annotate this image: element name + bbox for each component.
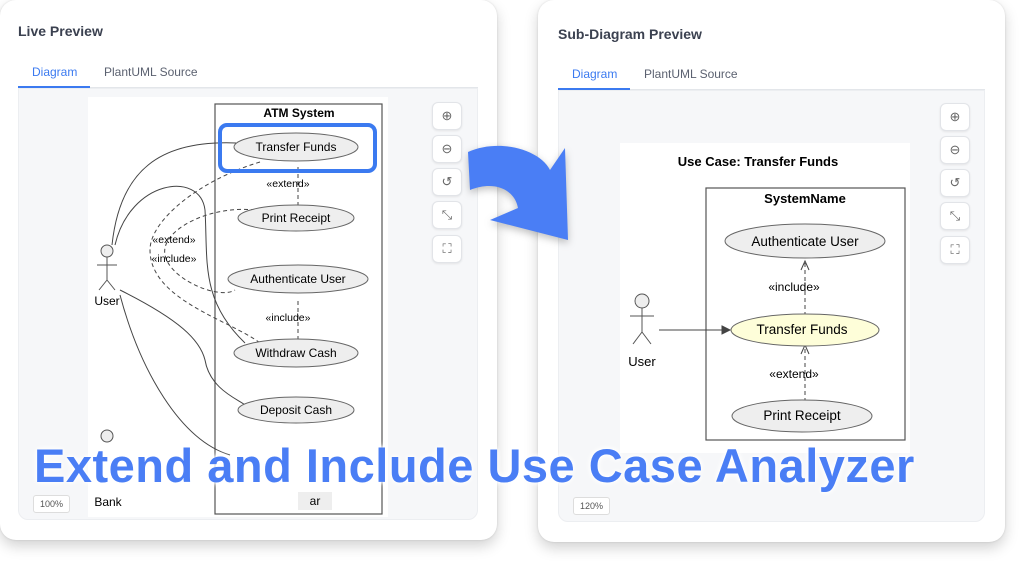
- zoom-level: 120%: [573, 497, 611, 515]
- fit-icon[interactable]: ⤡: [432, 201, 462, 229]
- sub-diagram-preview-panel: Sub-Diagram Preview Diagram PlantUML Sou…: [538, 0, 1005, 542]
- actor-label: Bank: [94, 495, 122, 509]
- use-case-authenticate-user[interactable]: [227, 264, 369, 294]
- highlight-box: [218, 123, 377, 173]
- use-case-label: Deposit Cash: [260, 403, 332, 417]
- use-case-label: Print Receipt: [262, 211, 331, 225]
- actor-label: User: [94, 294, 119, 308]
- include-label: «include»: [152, 253, 197, 265]
- zoom-in-icon[interactable]: ⊕: [940, 103, 970, 131]
- reset-icon[interactable]: ↺: [940, 169, 970, 197]
- extend-label: «extend»: [769, 367, 819, 381]
- use-case-deposit-cash[interactable]: [237, 396, 355, 424]
- use-case-print-receipt[interactable]: [237, 204, 355, 232]
- use-case-print-receipt[interactable]: [731, 399, 873, 433]
- fullscreen-icon[interactable]: ⛶: [432, 235, 462, 263]
- system-title: ATM System: [263, 106, 334, 120]
- zoom-level: 100%: [33, 495, 71, 513]
- banner-title: Extend and Include Use Case Analyzer: [34, 439, 915, 492]
- tab-divider: [18, 87, 478, 88]
- tab-plantuml-source[interactable]: PlantUML Source: [644, 67, 738, 81]
- curved-arrow-icon: [468, 145, 568, 240]
- extend-label: «extend»: [266, 178, 309, 190]
- extend-label: «extend»: [152, 234, 195, 246]
- use-case-label: Print Receipt: [763, 408, 841, 423]
- zoom-in-icon[interactable]: ⊕: [432, 102, 462, 130]
- use-case-partial[interactable]: [298, 492, 332, 510]
- live-preview-panel: Live Preview Diagram PlantUML Source ATM…: [0, 0, 497, 540]
- tab-divider: [558, 89, 985, 90]
- tab-plantuml-source[interactable]: PlantUML Source: [104, 65, 198, 79]
- reset-icon[interactable]: ↺: [432, 168, 462, 196]
- atm-diagram: ATM System Transfer Funds Print Receipt …: [88, 97, 388, 517]
- panel-title: Live Preview: [18, 23, 103, 39]
- actor-label: User: [628, 354, 656, 369]
- zoom-out-icon[interactable]: ⊖: [432, 135, 462, 163]
- use-case-label: Withdraw Cash: [255, 346, 336, 360]
- use-case-withdraw-cash[interactable]: [233, 338, 359, 368]
- tab-diagram[interactable]: Diagram: [32, 65, 78, 79]
- fullscreen-icon[interactable]: ⛶: [940, 236, 970, 264]
- sub-diagram: Use Case: Transfer Funds SystemName Auth…: [620, 143, 910, 453]
- diagram-title: Use Case: Transfer Funds: [678, 154, 838, 169]
- system-title: SystemName: [764, 191, 846, 206]
- actor-bank-icon[interactable]: [100, 429, 114, 443]
- panel-title: Sub-Diagram Preview: [558, 26, 702, 42]
- tab-diagram[interactable]: Diagram: [572, 67, 618, 81]
- use-case-label: Transfer Funds: [256, 140, 337, 154]
- actor-user-icon[interactable]: [97, 244, 117, 291]
- use-case-transfer-funds[interactable]: [233, 132, 359, 162]
- zoom-out-icon[interactable]: ⊖: [940, 136, 970, 164]
- use-case-label: ar: [310, 494, 321, 508]
- use-case-label: Authenticate User: [751, 234, 859, 249]
- include-label: «include»: [768, 280, 820, 294]
- use-case-authenticate-user[interactable]: [724, 223, 886, 259]
- active-tab-indicator: [18, 86, 90, 88]
- use-case-label: Authenticate User: [250, 272, 345, 286]
- use-case-label: Transfer Funds: [756, 322, 847, 337]
- actor-user-icon[interactable]: [630, 293, 654, 345]
- fit-icon[interactable]: ⤡: [940, 202, 970, 230]
- active-tab-indicator: [558, 88, 630, 90]
- include-label: «include»: [266, 312, 311, 324]
- use-case-transfer-funds[interactable]: [730, 313, 880, 347]
